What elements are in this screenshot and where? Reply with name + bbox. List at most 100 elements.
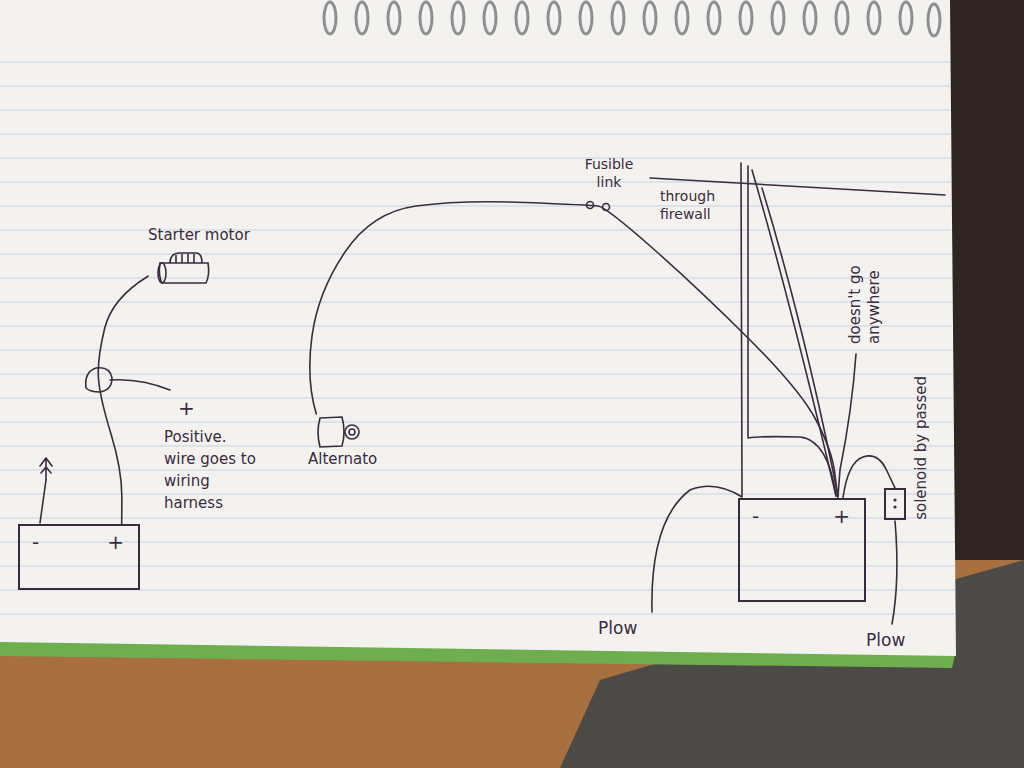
spiral-ring (388, 2, 400, 34)
spiral-ring (740, 2, 752, 34)
ruled-line (0, 542, 955, 543)
label-holder: Plow (598, 618, 637, 639)
solenoid-label-holder: solenoid by passed (912, 376, 931, 520)
ruled-line (0, 374, 953, 375)
spiral-ring (804, 2, 816, 34)
battery-box: -+ (738, 498, 866, 602)
spiral-ring (484, 2, 496, 34)
spiral-ring (868, 2, 880, 34)
wire-connector (843, 456, 895, 498)
ruled-line (0, 566, 955, 567)
note-label: doesn't go anywhere (846, 244, 884, 344)
note-label: Fusible link (576, 156, 642, 191)
solenoid-box: solenoid by passed (884, 488, 906, 520)
spiral-ring (324, 2, 336, 34)
spiral-ring (516, 2, 528, 34)
ruled-line (0, 206, 951, 207)
firewall-wire (741, 163, 742, 496)
spiral-ring (420, 2, 432, 34)
ground-symbol (40, 458, 52, 480)
ruled-line (0, 518, 954, 519)
ruled-line (0, 302, 952, 303)
dark-floor (950, 0, 1024, 560)
ruled-line (0, 422, 953, 423)
terminal-sign: + (107, 530, 124, 555)
ruled-line (0, 254, 952, 255)
solenoid-terminal (893, 505, 896, 508)
plow-wire (892, 521, 897, 624)
ruled-line (0, 110, 950, 111)
note-label: Plow (866, 630, 905, 651)
motor-end (158, 263, 166, 283)
label-holder: doesn't go anywhere (846, 244, 884, 344)
terminal-sign: - (752, 504, 759, 529)
part-label: Starter motor (148, 226, 250, 245)
terminal-row: -+ (740, 500, 864, 529)
spiral-binding (324, 2, 940, 36)
spiral-ring (836, 2, 848, 34)
alternator-hub (349, 429, 355, 435)
starter-motor: Starter motor (148, 226, 250, 289)
motor-lines (176, 254, 194, 263)
harness-wire (110, 380, 170, 390)
label-holder: + (178, 396, 195, 421)
ruled-line (0, 326, 952, 327)
spiral-ring (356, 2, 368, 34)
ruled-line (0, 278, 952, 279)
ruled-line (0, 398, 953, 399)
part-label: solenoid by passed (912, 376, 931, 520)
ground-wire (40, 480, 46, 523)
label-holder: Fusible link (576, 156, 642, 191)
alternator-body (318, 417, 344, 447)
ruled-line (0, 230, 951, 231)
starter-art (152, 249, 250, 289)
note-label: Plow (598, 618, 637, 639)
solenoid-art (886, 490, 904, 518)
battery-box: -+ (18, 524, 140, 590)
spiral-ring (676, 2, 688, 34)
ruled-line (0, 182, 951, 183)
alternator-pulley (345, 425, 359, 439)
label-holder: Plow (866, 630, 905, 651)
note-label: through firewall (660, 188, 736, 223)
ruled-line (0, 158, 951, 159)
note-label: + (178, 396, 195, 421)
wire-connector (310, 202, 838, 498)
spiral-ring (644, 2, 656, 34)
terminal-row: -+ (20, 526, 138, 555)
note-label: Positive. wire goes to wiring harness (164, 426, 256, 514)
dead-end-wire (838, 354, 856, 496)
ruled-line (0, 86, 950, 87)
ruled-line (0, 62, 950, 63)
alternator: Alternato (308, 414, 377, 469)
ruled-line (0, 350, 953, 351)
ruled-line (0, 590, 955, 591)
ruled-lines (0, 62, 955, 614)
spiral-ring (548, 2, 560, 34)
wire-connector (98, 276, 148, 524)
spiral-ring (928, 4, 940, 36)
spiral-ring (708, 2, 720, 34)
paper-sheet (0, 0, 956, 656)
terminal-sign: - (32, 530, 39, 555)
ruled-line (0, 134, 950, 135)
motor-top (170, 253, 202, 263)
alternator-art (312, 414, 377, 450)
plow-wire (652, 486, 742, 612)
spiral-ring (900, 2, 912, 34)
spiral-ring (612, 2, 624, 34)
terminal-sign: + (833, 504, 850, 529)
ruled-line (0, 494, 954, 495)
spiral-ring (452, 2, 464, 34)
ruled-line (0, 614, 955, 615)
firewall-wire (752, 170, 836, 496)
part-label: Alternato (308, 450, 377, 469)
ruled-line (0, 470, 954, 471)
solenoid-dots (886, 490, 904, 518)
alternator-drawing (312, 414, 362, 450)
firewall-wire (748, 166, 836, 496)
